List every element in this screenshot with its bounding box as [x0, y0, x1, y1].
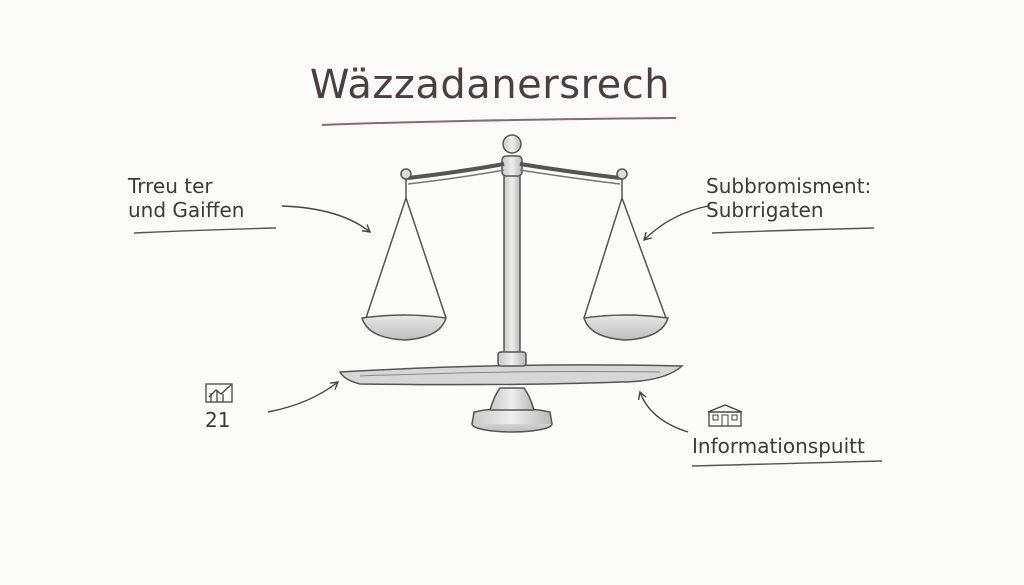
left-label: Trreu ter und Gaiffen — [128, 174, 244, 222]
chart-icon — [205, 383, 233, 403]
arrow-left-to-pan — [281, 205, 372, 233]
left-label-line1: Trreu ter — [128, 174, 213, 198]
bottom-right-label: Informationspuitt — [692, 434, 865, 458]
bottom-right-underline — [691, 460, 883, 467]
scale-top-knob — [502, 134, 522, 154]
left-label-line2: und Gaiffen — [128, 198, 245, 222]
bottom-left-number: 21 — [205, 408, 231, 432]
right-pan — [583, 314, 669, 341]
left-pan — [361, 314, 447, 341]
arrow-number-to-platform — [267, 381, 340, 413]
scale-pillar — [503, 171, 521, 357]
diagram-title: Wäzzadanersrech — [309, 62, 671, 108]
title-underline — [321, 117, 677, 126]
arrow-building-to-platform — [637, 390, 689, 433]
left-label-underline — [133, 227, 277, 234]
right-label-line2: Subrrigaten — [706, 198, 824, 222]
right-label: Subbromisment: Subrrigaten — [706, 174, 871, 222]
scale-foot — [489, 387, 535, 411]
scale-beam — [407, 162, 621, 180]
arrow-right-to-pan — [643, 205, 709, 241]
building-icon — [707, 404, 743, 427]
right-label-line1: Subbromisment: — [706, 174, 872, 198]
right-label-underline — [711, 227, 875, 234]
